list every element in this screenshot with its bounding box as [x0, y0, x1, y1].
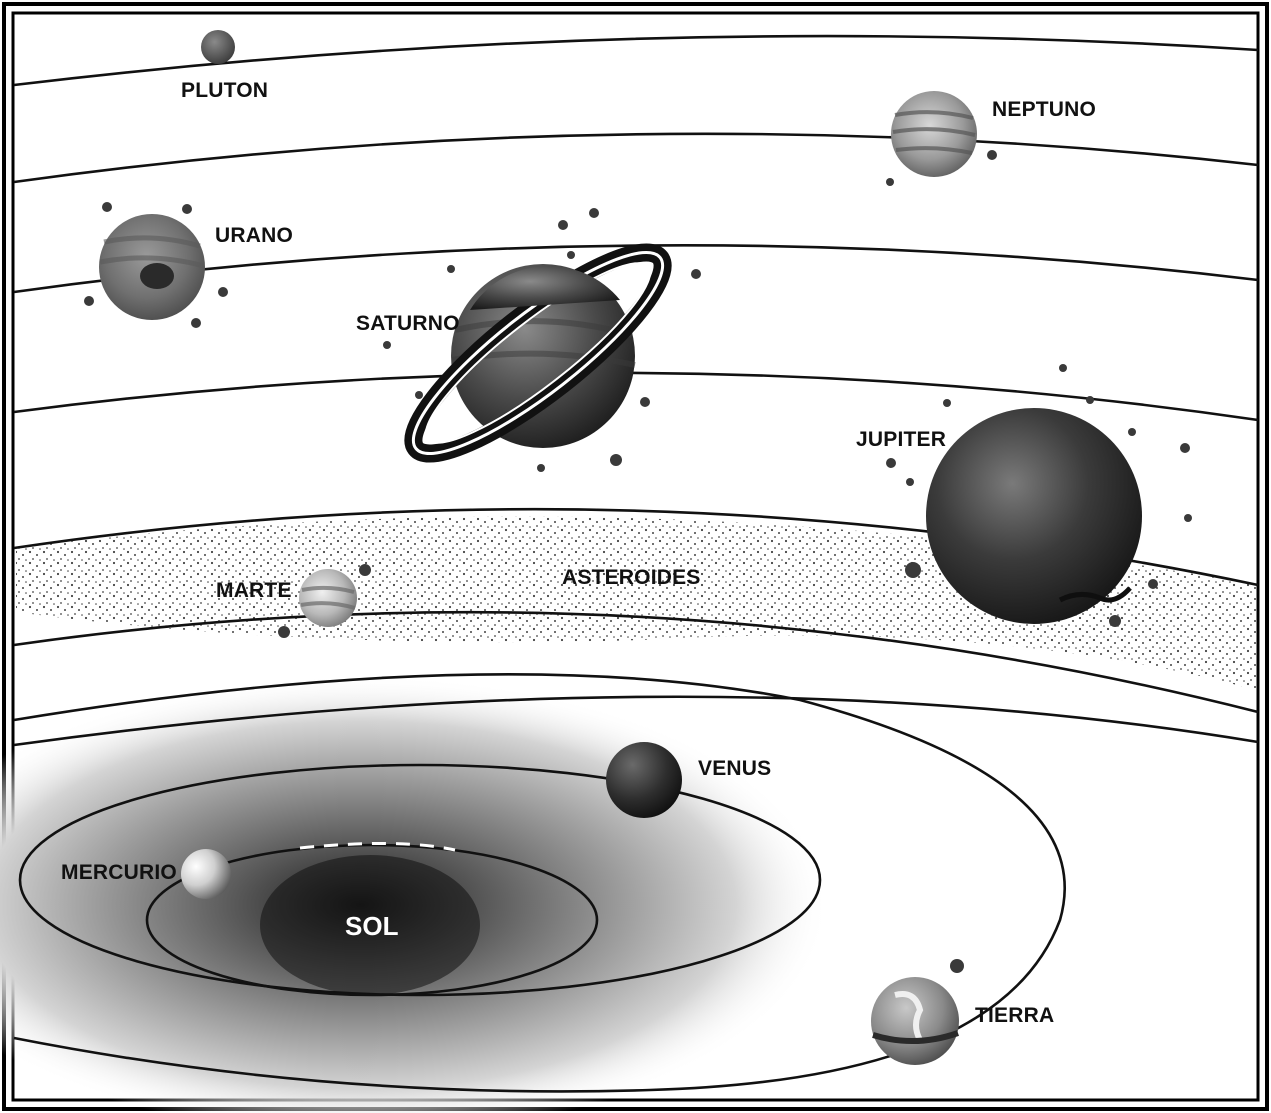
asteroids-label: ASTEROIDES [562, 566, 701, 589]
earth-planet [871, 977, 959, 1065]
mercury-planet [181, 849, 231, 899]
venus-label: VENUS [698, 757, 771, 780]
orbit-saturn [14, 373, 1258, 420]
pluto-label: PLUTON [181, 79, 268, 102]
earth-label: TIERRA [975, 1004, 1054, 1027]
mercury-label: MERCURIO [61, 861, 177, 884]
neptune-planet [891, 91, 977, 177]
sun-label: SOL [345, 911, 399, 941]
saturn-planet [391, 226, 685, 480]
uranus-label: URANO [215, 224, 293, 247]
venus-planet [606, 742, 682, 818]
jupiter-label: JUPITER [856, 428, 946, 451]
orbit-neptune [14, 134, 1258, 182]
mars-planet [299, 569, 357, 627]
orbit-pluto [14, 36, 1258, 85]
saturn-label: SATURNO [356, 312, 460, 335]
neptune-label: NEPTUNO [992, 98, 1096, 121]
jupiter-planet [926, 408, 1142, 624]
pluto-planet [201, 30, 235, 64]
uranus-planet [99, 214, 205, 320]
mars-label: MARTE [216, 579, 292, 602]
